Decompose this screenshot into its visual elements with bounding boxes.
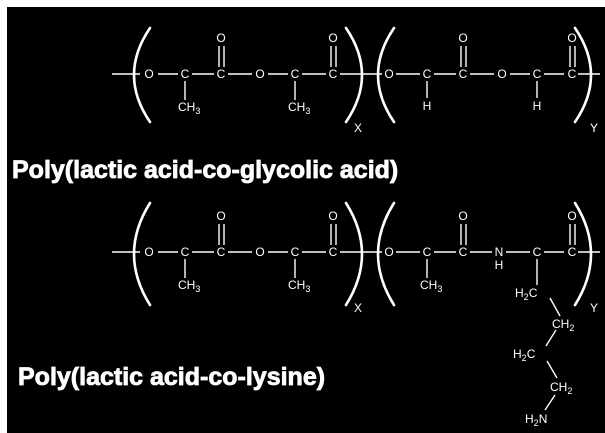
methyl-group: CH3 [420, 278, 442, 294]
atom-o: O [144, 67, 153, 81]
subscript-x: X [354, 121, 362, 135]
atom-n: N [495, 245, 504, 259]
atom-o: O [458, 209, 467, 223]
atom-o: O [216, 31, 225, 45]
methylene-group: H2C [513, 347, 536, 363]
atom-c: C [459, 67, 468, 81]
subscript-x: X [354, 301, 362, 315]
methyl-group: CH3 [178, 100, 200, 116]
plga-title: Poly(lactic acid-co-glycolic acid) [12, 156, 398, 184]
amine-group: H2N [525, 412, 547, 428]
atom-o: O [384, 67, 393, 81]
atom-o: O [255, 67, 264, 81]
atom-c: C [533, 245, 542, 259]
atom-o: O [567, 209, 576, 223]
methyl-group: CH3 [288, 100, 310, 116]
atom-c: C [459, 245, 468, 259]
atom-c: C [291, 67, 300, 81]
atom-c: C [217, 67, 226, 81]
atom-o: O [567, 31, 576, 45]
methylene-group: CH2 [552, 317, 574, 333]
atom-c: C [329, 67, 338, 81]
atom-c: C [291, 245, 300, 259]
methylene-group: CH2 [550, 380, 572, 396]
atom-c: C [568, 245, 577, 259]
atom-o: O [497, 67, 506, 81]
atom-c: C [181, 245, 190, 259]
plys-structure: O C C O O C C O O C C O N H C C O CH3 CH… [112, 201, 600, 428]
methyl-group: CH3 [178, 278, 200, 294]
atom-o: O [255, 245, 264, 259]
atom-o: O [328, 209, 337, 223]
methylene-group: H2C [515, 286, 538, 302]
atom-c: C [423, 245, 432, 259]
background [7, 7, 605, 433]
atom-o: O [384, 245, 393, 259]
atom-h: H [423, 99, 432, 113]
atom-c: C [181, 67, 190, 81]
atom-c: C [329, 245, 338, 259]
atom-c: C [568, 67, 577, 81]
methyl-group: CH3 [288, 278, 310, 294]
plys-title: Poly(lactic acid-co-lysine) [18, 363, 325, 391]
subscript-y: Y [590, 121, 598, 135]
atom-c: C [423, 67, 432, 81]
plga-structure: O C C O O C C O O C C O O C C O CH3 CH3 … [112, 26, 600, 135]
atom-o: O [144, 245, 153, 259]
atom-c: C [533, 67, 542, 81]
atom-o: O [328, 31, 337, 45]
atom-nh-h: H [495, 258, 504, 272]
atom-o: O [458, 31, 467, 45]
subscript-y: Y [590, 301, 598, 315]
atom-h: H [533, 99, 542, 113]
atom-c: C [217, 245, 226, 259]
atom-o: O [216, 209, 225, 223]
